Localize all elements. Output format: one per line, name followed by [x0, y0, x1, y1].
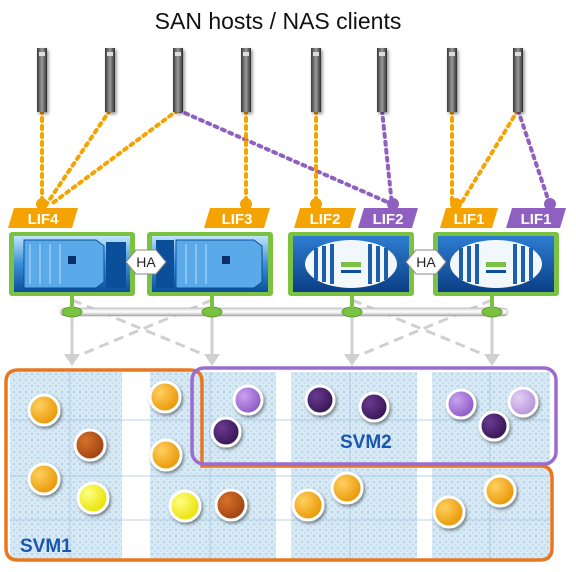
- svm2-boundary: [190, 366, 558, 466]
- server-icon: [513, 48, 523, 112]
- ha-left-badge: HA: [125, 249, 167, 275]
- svm2-volumes: [210, 384, 539, 448]
- volume-dot: [232, 384, 264, 416]
- storage-controller-icon: [288, 232, 414, 296]
- svm1-volumes: [27, 380, 517, 529]
- svm1-boundary: [4, 368, 554, 562]
- server-icon: [241, 48, 251, 112]
- server-icon: [311, 48, 321, 112]
- lif2-purple-label: LIF2: [373, 211, 404, 228]
- san-nas-hosts: [37, 48, 523, 112]
- lif2-orange-label: LIF2: [310, 211, 341, 228]
- volume-dot: [149, 438, 183, 472]
- volume-dot: [27, 462, 61, 496]
- storage-controllers: [9, 232, 559, 296]
- volume-dot: [330, 471, 364, 505]
- volume-dot: [432, 495, 466, 529]
- server-icon: [173, 48, 183, 112]
- storage-controller-icon: [433, 232, 559, 296]
- lif3-label: LIF3: [222, 211, 253, 228]
- svm1-label: SVM1: [20, 536, 72, 557]
- volume-dot: [210, 416, 242, 448]
- volume-dot: [168, 489, 202, 523]
- diagram-title: SAN hosts / NAS clients: [154, 8, 402, 34]
- ha-right-badge: HA: [405, 249, 447, 275]
- storage-controller-icon: [147, 232, 273, 296]
- volume-dot: [73, 428, 107, 462]
- lif4-badge: LIF4: [8, 198, 78, 228]
- lif1-orange-label: LIF1: [454, 211, 485, 228]
- ha-right-label: HA: [416, 254, 436, 270]
- lif4-label: LIF4: [28, 211, 59, 228]
- volume-dot: [358, 391, 390, 423]
- server-icon: [377, 48, 387, 112]
- lif3-badge: LIF3: [204, 198, 270, 228]
- lif1-purple-label: LIF1: [521, 211, 552, 228]
- volume-dot: [214, 488, 248, 522]
- volume-dot: [76, 481, 110, 515]
- svm2-label: SVM2: [340, 432, 392, 453]
- volume-dot: [483, 474, 517, 508]
- volume-dot: [478, 410, 510, 442]
- cluster-interconnect: [59, 294, 509, 318]
- storage-controller-icon: [9, 232, 135, 296]
- volume-dot: [27, 393, 61, 427]
- lif1-purple-badge: LIF1: [506, 198, 566, 228]
- server-icon: [37, 48, 47, 112]
- lif-badges: LIF4 LIF3 LIF2 LIF2 LIF1 LIF1: [8, 198, 566, 228]
- volume-dot: [445, 388, 477, 420]
- volume-dot: [507, 386, 539, 418]
- lif2-orange-badge: LIF2: [294, 198, 356, 228]
- ha-left-label: HA: [136, 254, 156, 270]
- volume-dot: [304, 384, 336, 416]
- server-icon: [105, 48, 115, 112]
- volume-dot: [148, 380, 182, 414]
- lif2-purple-badge: LIF2: [358, 198, 418, 228]
- host-connections: [40, 108, 552, 207]
- volume-dot: [291, 488, 325, 522]
- lif1-orange-badge: LIF1: [440, 198, 498, 228]
- server-icon: [447, 48, 457, 112]
